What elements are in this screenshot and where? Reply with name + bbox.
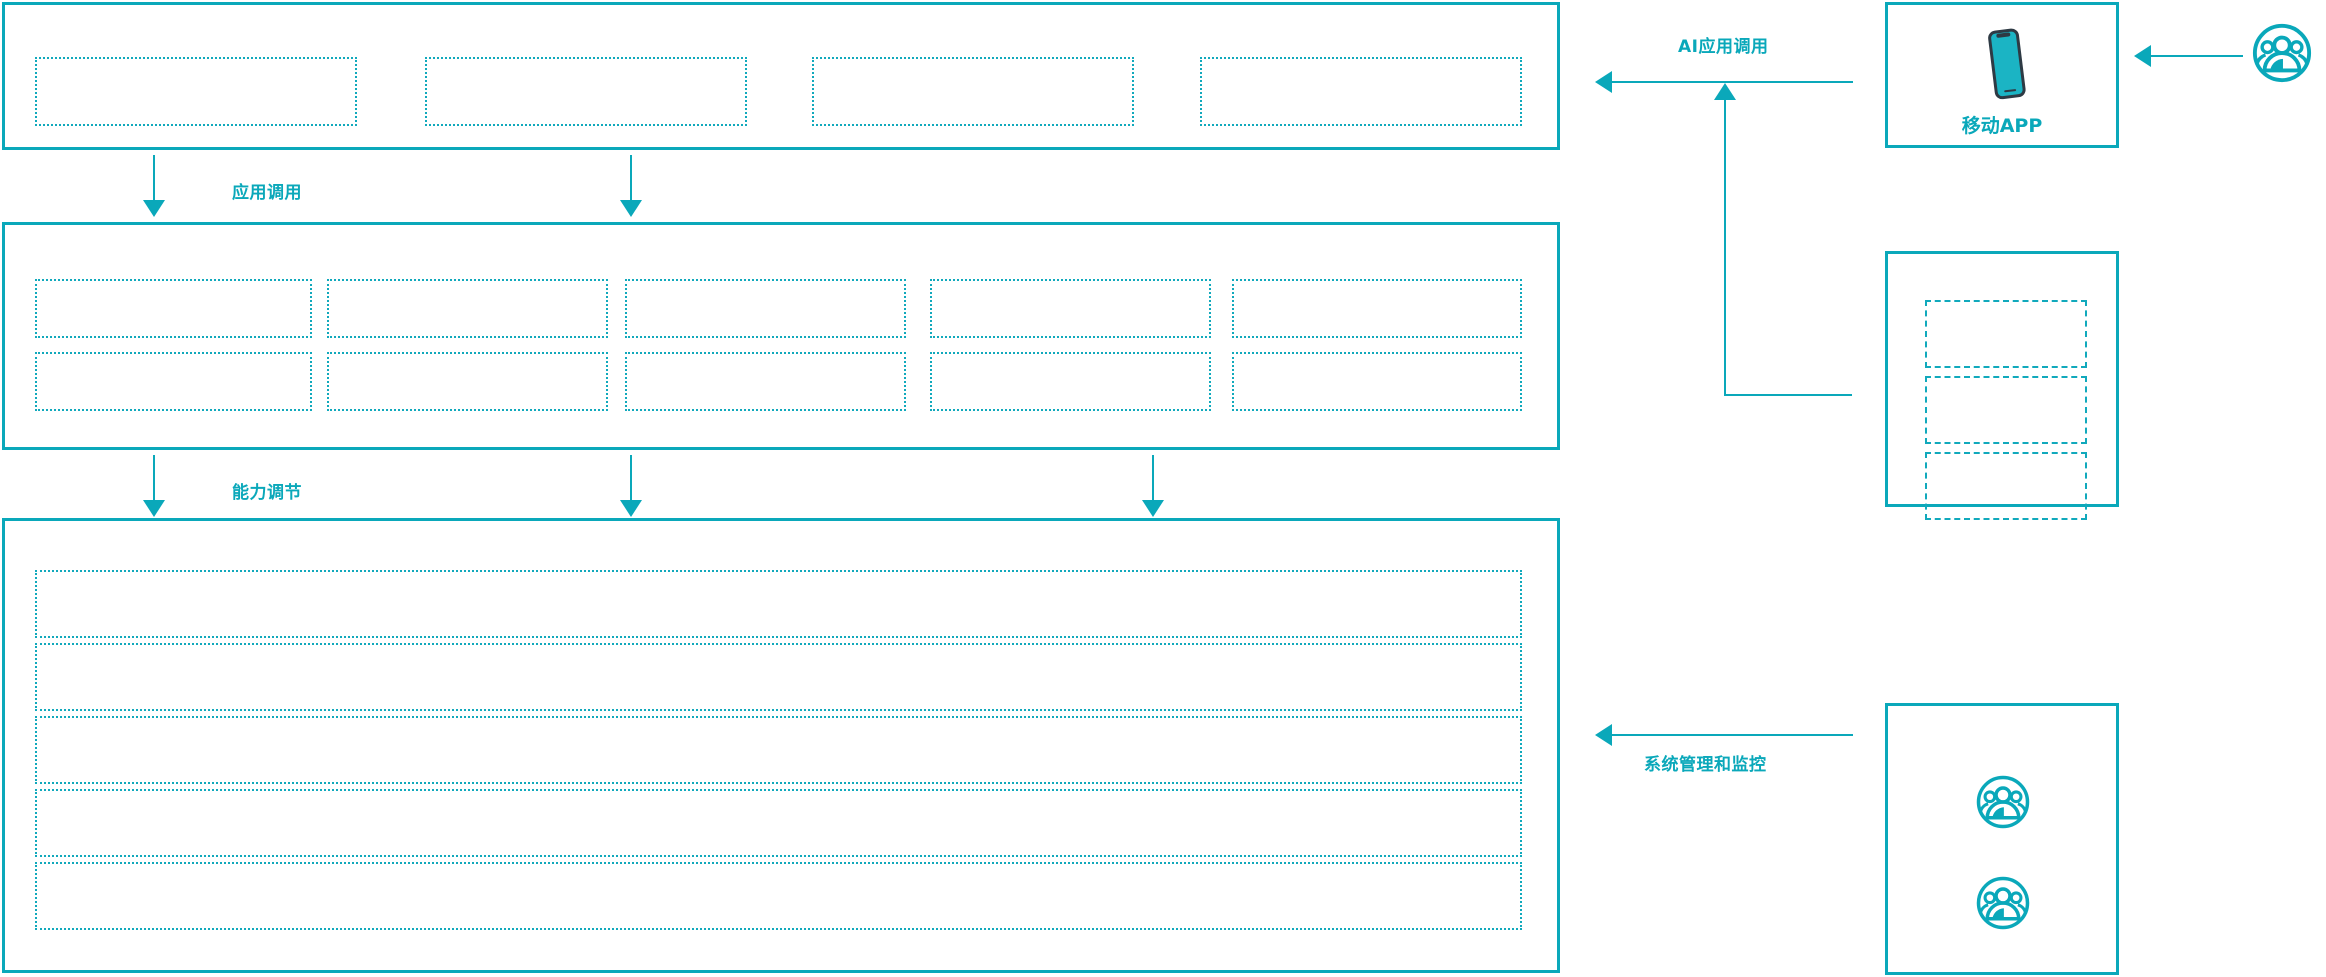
end-user-to-app-arrow	[2134, 45, 2151, 67]
end-user-to-app-line	[2151, 55, 2243, 57]
app-call-connector-line-1	[153, 155, 155, 203]
cap-cell-1-1[interactable]	[35, 279, 312, 338]
channel-slot-3[interactable]	[1925, 452, 2087, 520]
capability-adjust-connector-line-1	[153, 455, 155, 503]
capability-adjust-label: 能力调节	[232, 483, 302, 503]
cap-cell-4-2[interactable]	[930, 352, 1211, 411]
infra-row-5[interactable]	[35, 862, 1522, 930]
mobile-app-panel[interactable]: 移动APP	[1885, 2, 2119, 148]
system-manage-line	[1612, 734, 1853, 736]
cap-cell-3-1[interactable]	[625, 279, 906, 338]
operations-panel	[1885, 703, 2119, 975]
user-group-circle-icon	[1976, 876, 2030, 930]
capability-adjust-arrow-3	[1142, 500, 1164, 517]
app-call-arrow-2	[620, 200, 642, 217]
cap-cell-4-1[interactable]	[930, 279, 1211, 338]
infra-row-2[interactable]	[35, 643, 1522, 711]
cap-cell-2-1[interactable]	[327, 279, 608, 338]
app-call-label: 应用调用	[232, 183, 302, 203]
ai-app-call-line	[1612, 81, 1853, 83]
ai-app-call-riser-arrow	[1714, 83, 1736, 100]
channel-slot-1[interactable]	[1925, 300, 2087, 368]
cap-cell-2-2[interactable]	[327, 352, 608, 411]
cap-cell-1-2[interactable]	[35, 352, 312, 411]
capability-adjust-arrow-2	[620, 500, 642, 517]
app-slot-1[interactable]	[35, 57, 357, 126]
ops-user-icon-2[interactable]	[1975, 875, 2031, 931]
infra-row-1[interactable]	[35, 570, 1522, 638]
cap-cell-5-1[interactable]	[1232, 279, 1522, 338]
smartphone-icon	[1984, 27, 2028, 103]
system-manage-arrow	[1595, 724, 1612, 746]
mobile-app-caption: 移动APP	[1961, 115, 2043, 137]
app-slot-3[interactable]	[812, 57, 1134, 126]
capability-adjust-connector-line-3	[1152, 455, 1154, 503]
infrastructure-layer	[2, 518, 1560, 973]
app-call-arrow-1	[143, 200, 165, 217]
app-call-connector-line-2	[630, 155, 632, 203]
cap-cell-3-2[interactable]	[625, 352, 906, 411]
user-group-circle-icon	[2252, 23, 2312, 83]
channel-slot-2[interactable]	[1925, 376, 2087, 444]
app-slot-4[interactable]	[1200, 57, 1522, 126]
system-manage-label: 系统管理和监控	[1644, 755, 1767, 775]
capability-adjust-arrow-1	[143, 500, 165, 517]
channel-list-panel	[1885, 251, 2119, 507]
ai-app-call-riser-line	[1724, 100, 1726, 396]
app-slot-2[interactable]	[425, 57, 747, 126]
end-user-actor[interactable]	[2251, 22, 2313, 84]
ai-app-call-label: AI应用调用	[1678, 37, 1769, 57]
ai-app-call-arrow	[1595, 71, 1612, 93]
cap-cell-5-2[interactable]	[1232, 352, 1522, 411]
capability-adjust-connector-line-2	[630, 455, 632, 503]
infra-row-4[interactable]	[35, 789, 1522, 857]
user-group-circle-icon	[1976, 775, 2030, 829]
ai-app-call-riser-foot	[1724, 394, 1852, 396]
ops-user-icon-1[interactable]	[1975, 774, 2031, 830]
infra-row-3[interactable]	[35, 716, 1522, 784]
